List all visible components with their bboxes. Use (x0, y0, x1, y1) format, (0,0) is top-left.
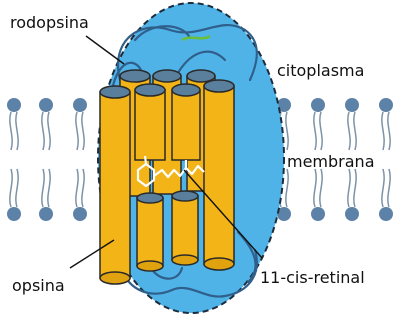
lipid-tail (388, 112, 390, 150)
lipid-tail (48, 112, 50, 150)
lipid-tail (388, 169, 390, 207)
lipid-tail (10, 169, 12, 207)
lipid-tail (348, 169, 350, 207)
lipid-head (7, 207, 21, 221)
label-opsina: opsina (12, 276, 65, 295)
lipid-head (311, 207, 325, 221)
lipid-head (73, 98, 87, 112)
lipid-tail (42, 112, 44, 150)
lipid-tail (354, 169, 356, 207)
label-citoplasma: citoplasma (277, 61, 364, 80)
lipid-head (7, 98, 21, 112)
lipid-tail (16, 112, 18, 150)
helix-5 (135, 84, 165, 160)
lipid-tail (382, 169, 384, 207)
helix-9 (172, 191, 198, 265)
lipid-tail (42, 169, 44, 207)
lipid-tail (76, 169, 78, 207)
lipid-head (345, 98, 359, 112)
lipid-head (311, 98, 325, 112)
lipid-head (39, 98, 53, 112)
helix-6 (172, 84, 200, 160)
lipid-tail (382, 112, 384, 150)
lipid-head (345, 207, 359, 221)
lipid-tail (76, 112, 78, 150)
lipid-tail (286, 169, 288, 207)
helix-7 (204, 80, 234, 270)
label-rodopsina: rodopsina (10, 13, 89, 32)
lipid-tail (354, 112, 356, 150)
lipid-head (379, 207, 393, 221)
lipid-tail (48, 169, 50, 207)
helix-8 (137, 193, 163, 271)
lipid-tail (82, 112, 84, 150)
helix-4 (100, 86, 130, 284)
lipid-tail (314, 169, 316, 207)
lipid-tail (320, 169, 322, 207)
lipid-tail (320, 112, 322, 150)
lipid-head (39, 207, 53, 221)
lipid-tail (348, 112, 350, 150)
lipid-tail (16, 169, 18, 207)
lipid-tail (286, 112, 288, 150)
lipid-tail (10, 112, 12, 150)
lipid-tail (314, 112, 316, 150)
label-membrana: membrana (287, 152, 375, 171)
lipid-tail (82, 169, 84, 207)
lipid-head (73, 207, 87, 221)
label-11-cis-retinal: 11-cis-retinal (260, 268, 365, 287)
lipid-head (379, 98, 393, 112)
